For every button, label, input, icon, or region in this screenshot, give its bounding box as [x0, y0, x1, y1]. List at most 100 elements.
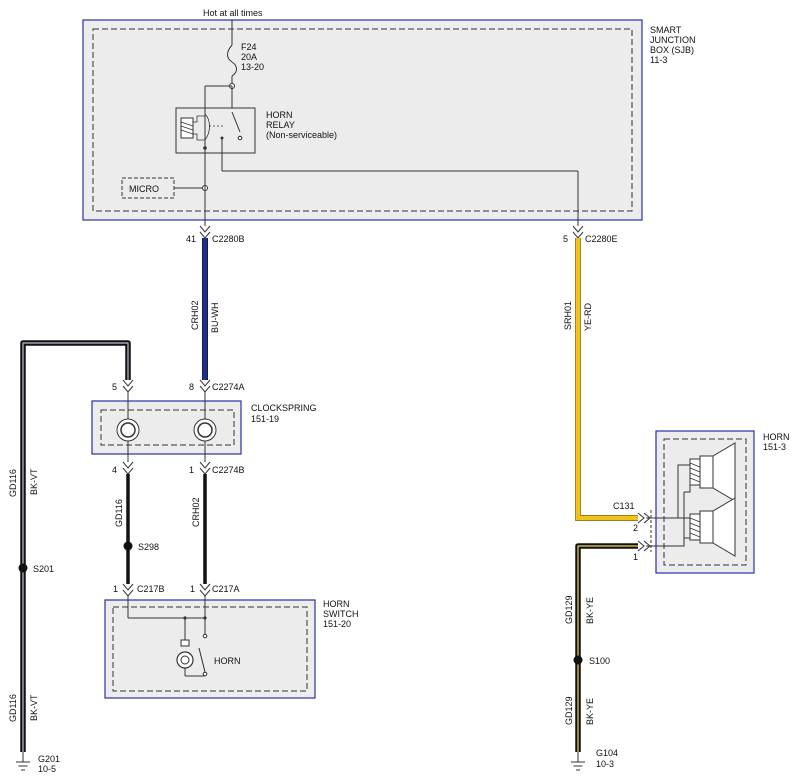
- horn-upper-body: [699, 455, 714, 489]
- clockspring-title: CLOCKSPRING: [251, 403, 317, 413]
- wire-srh01-circuit: SRH01: [563, 301, 573, 330]
- c2274b-label: C2274B: [212, 465, 245, 475]
- horn-switch-button-inner: [180, 655, 190, 665]
- wire-gd129-ground: GD129 BK-YE GD129 BK-YE: [564, 543, 638, 752]
- wire-srh01-ye-rd: SRH01 YE-RD: [563, 238, 638, 521]
- wire-gd116-left-upper-circuit: GD116: [8, 469, 18, 497]
- horn-switch-contact-arm: [198, 647, 206, 673]
- wire-gd116-mid: GD116: [114, 474, 130, 584]
- horn-switch-contact-bottom: [202, 671, 208, 677]
- connector-c2280e: 5 C2280E: [563, 225, 618, 244]
- s298-dot: [123, 541, 133, 551]
- fuse-rating: 20A: [241, 52, 257, 62]
- horn-internal-ground: [646, 484, 691, 547]
- connector-c131: C131 2 1: [613, 501, 652, 562]
- splice-s298: S298: [123, 541, 159, 552]
- relay-label-1: HORN: [266, 110, 293, 120]
- horn-switch-contact-top: [202, 633, 208, 639]
- smart-junction-box: MICRO Hot at all times F24 20A 13-20 HOR…: [82, 8, 696, 226]
- connector-c2274b: 4 1 C2274B: [112, 461, 245, 475]
- c2280b-pin: 41: [186, 234, 196, 244]
- wire-gd116-left-lower-circuit: GD116: [8, 694, 18, 722]
- c217a-symbol: [199, 583, 211, 597]
- c2274a-left-symbol: [122, 379, 134, 393]
- wire-crh02-lower-circuit: CRH02: [191, 497, 201, 527]
- c217a-pin: 1: [190, 584, 195, 594]
- micro-label: MICRO: [129, 184, 159, 194]
- horn-inner-dashed: [663, 438, 747, 566]
- fuse-name: F24: [241, 42, 257, 52]
- fuse-ref: 13-20: [241, 62, 264, 72]
- wire-srh01-color: YE-RD: [583, 302, 593, 331]
- clockspring-outline: [91, 400, 242, 455]
- relay-coil-wire: [193, 115, 205, 141]
- clockspring-inner-dashed: [100, 409, 235, 446]
- wire-gd129-upper-circuit: GD129: [564, 595, 574, 624]
- wire-srh01-outline-b: [580, 238, 638, 516]
- splice-s100: S100: [573, 655, 610, 666]
- horn-lower-body: [699, 510, 714, 544]
- c131-label: C131: [613, 501, 635, 511]
- horn-outline: [655, 430, 755, 574]
- connector-c217a: 1 C217A: [190, 583, 240, 597]
- horn-switch-title-2: SWITCH: [323, 609, 359, 619]
- s100-dot: [573, 655, 583, 665]
- c2280e-symbol: [572, 225, 584, 239]
- fuse-f24-symbol: [227, 44, 237, 77]
- horn-switch-inner-dashed: [112, 606, 308, 692]
- wire-gd129-inner: [577, 545, 638, 752]
- c2274b-pin-right: 1: [189, 465, 194, 475]
- horn-switch-inner-label: HORN: [214, 656, 241, 666]
- c131-pin2-symbol: [637, 512, 651, 524]
- wire-gd116-mid-circuit: GD116: [114, 499, 124, 527]
- sjb-title-3: BOX (SJB): [650, 45, 694, 55]
- ground-g201: G201 10-5: [16, 752, 60, 774]
- c131-pin-2: 2: [633, 523, 638, 533]
- c2280b-symbol: [199, 225, 211, 239]
- horn: HORN 151-3: [646, 430, 790, 574]
- c2274a-label: C2274A: [212, 382, 245, 392]
- horn-ref: 151-3: [763, 442, 786, 452]
- c217b-symbol: [122, 583, 134, 597]
- clockspring-left-coil-inner: [120, 422, 136, 438]
- splice-s201: S201: [18, 563, 54, 574]
- clockspring-ref: 151-19: [251, 414, 279, 424]
- c2280e-pin: 5: [563, 234, 568, 244]
- ground-g104: G104 10-3: [571, 748, 618, 771]
- c217b-label: C217B: [137, 584, 165, 594]
- horn-switch-button: [176, 651, 194, 669]
- c131-pin1-symbol: [637, 540, 651, 552]
- horn-title: HORN: [763, 432, 790, 442]
- s298-label: S298: [138, 542, 159, 552]
- sjb-title-1: SMART: [650, 25, 682, 35]
- wire-crh02-circuit: CRH02: [190, 300, 200, 330]
- clockspring-right-coil-inner: [197, 422, 213, 438]
- wire-gd116-left-lower-color: BK-VT: [29, 694, 39, 721]
- c217a-label: C217A: [212, 584, 240, 594]
- g201-ref: 10-5: [38, 764, 56, 774]
- wire-gd129-upper-color: BK-YE: [585, 597, 595, 624]
- horn-switch-plunger-cap: [180, 639, 190, 647]
- connector-c2274a: 5 8 C2274A: [112, 379, 245, 393]
- horn-lower-bell: [712, 497, 736, 557]
- connector-c2280b: 41 C2280B: [186, 225, 245, 244]
- wire-gd116-left-upper-color: BK-VT: [29, 468, 39, 495]
- relay-contact-point: [237, 135, 243, 141]
- c2274b-left-symbol: [122, 461, 134, 475]
- wire-crh02-bu-wh: CRH02 BU-WH: [190, 238, 220, 380]
- g201-label: G201: [38, 754, 60, 764]
- wire-srh01-core: [575, 238, 638, 521]
- wire-crh02-lower: CRH02: [191, 474, 207, 584]
- wire-gd116-ground-loop: GD116 BK-VT GD116 BK-VT: [8, 340, 131, 752]
- c2274b-right-symbol: [199, 461, 211, 475]
- clockspring: CLOCKSPRING 151-19: [91, 392, 317, 462]
- wire-gd129-lower-color: BK-YE: [585, 698, 595, 725]
- wire-crh02-color: BU-WH: [210, 303, 220, 334]
- supply-label: Hot at all times: [203, 8, 263, 18]
- horn-switch-title-1: HORN: [323, 599, 350, 609]
- wire-gd129-lower-circuit: GD129: [564, 696, 574, 725]
- g104-ref: 10-3: [596, 759, 614, 769]
- sjb-title-2: JUNCTION: [650, 35, 696, 45]
- wire-srh01-outline-a: [575, 238, 638, 521]
